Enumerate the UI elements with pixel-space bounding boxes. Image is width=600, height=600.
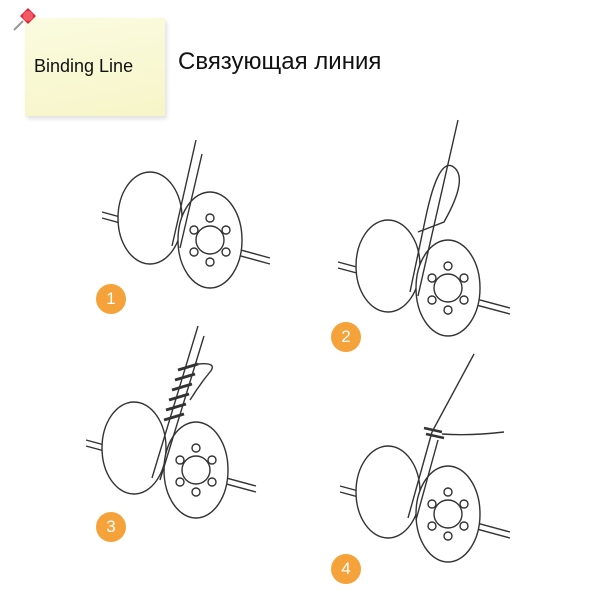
panel-1-spool xyxy=(101,139,271,289)
step-4-badge: 4 xyxy=(331,554,361,584)
panel-2-spool xyxy=(337,119,511,337)
panel-4-spool xyxy=(339,353,511,563)
step-1-badge: 1 xyxy=(96,284,126,314)
page-title: Связующая линия xyxy=(178,48,382,75)
step-3-badge: 3 xyxy=(96,512,126,542)
sticky-note xyxy=(25,18,165,116)
panel-3-spool xyxy=(85,325,257,519)
note-label: Binding Line xyxy=(34,56,134,76)
step-2-badge: 2 xyxy=(331,322,361,352)
pushpin-icon xyxy=(6,4,42,43)
